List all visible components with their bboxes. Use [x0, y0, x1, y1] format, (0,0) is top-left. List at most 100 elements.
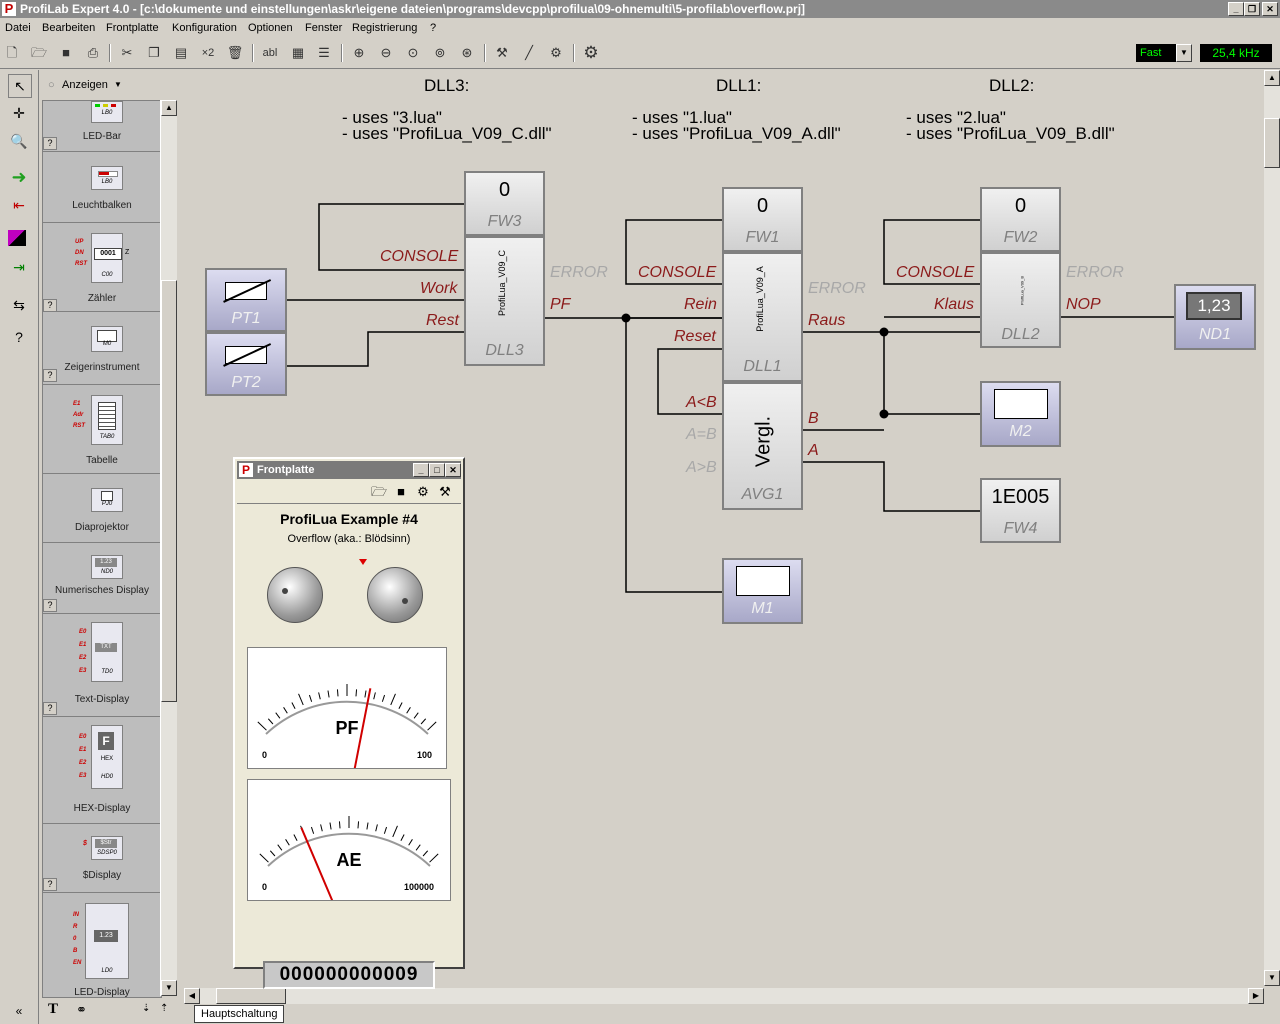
help-icon[interactable]: ? — [43, 137, 57, 150]
swap-icon[interactable]: ⇆ — [13, 297, 25, 313]
minimize-icon[interactable]: _ — [1228, 2, 1244, 16]
canvas-vertical-scrollbar[interactable]: ▲ ▼ — [1264, 70, 1280, 986]
help-icon[interactable]: ? — [43, 599, 57, 612]
zoom-in-icon[interactable]: ⊕ — [353, 45, 365, 60]
minimize-icon[interactable]: _ — [413, 463, 429, 477]
zoom-fit-icon[interactable]: ⊙ — [407, 45, 419, 60]
open-folder-icon[interactable]: 🗁 — [370, 484, 388, 499]
menu-help[interactable]: ? — [430, 22, 437, 34]
restore-icon[interactable]: ❐ — [1244, 2, 1260, 16]
close-icon[interactable]: ✕ — [445, 463, 461, 477]
maximize-icon[interactable]: □ — [429, 463, 445, 477]
print-icon[interactable]: ⎙ — [87, 45, 99, 60]
palette-item-numerisches-display[interactable]: 1.23 ND0 Numerisches Display ? — [43, 543, 161, 614]
new-file-icon[interactable]: 🗋 — [6, 45, 18, 60]
menu-frontplatte[interactable]: Frontplatte — [106, 22, 159, 34]
help-pointer-icon[interactable]: ? — [15, 329, 23, 345]
palette-item-zeigerinstrument[interactable]: M0 Zeigerinstrument ? — [43, 312, 161, 385]
palette-item-text-display[interactable]: E0 E1 E2 E3 TXT TD0 Text-Display ? — [43, 614, 161, 717]
nd1-display[interactable]: 1,23 ND1 — [1174, 284, 1256, 350]
palette-header[interactable]: ○ Anzeigen ▼ — [42, 74, 162, 96]
collapse-icon[interactable]: « — [15, 1004, 23, 1018]
vertical-scroll-thumb[interactable] — [1264, 118, 1280, 168]
scroll-left-icon[interactable]: ◀ — [184, 988, 200, 1004]
signal-icon[interactable]: ⇥ — [13, 259, 25, 275]
compile-icon[interactable]: ⚙ — [417, 484, 429, 499]
menu-registrierung[interactable]: Registrierung — [352, 22, 418, 34]
palette-scroll-thumb[interactable] — [161, 280, 177, 702]
wire-icon[interactable]: ╱ — [525, 45, 533, 60]
arrow-back-icon[interactable]: ⇤ — [13, 197, 25, 213]
zoom-page-icon[interactable]: ⊛ — [461, 45, 473, 60]
palette-item-leuchtbalken[interactable]: LB0 Leuchtbalken — [43, 152, 161, 223]
knob-right[interactable] — [367, 567, 423, 623]
text-tool-icon[interactable]: T — [48, 1001, 59, 1017]
save-icon[interactable]: ■ — [397, 484, 405, 499]
menu-bearbeiten[interactable]: Bearbeiten — [42, 22, 96, 34]
palette-item-diaprojektor[interactable]: PJ0 Diaprojektor — [43, 474, 161, 543]
palette-item-tabelle[interactable]: E1 Adr RST TAB0 Tabelle — [43, 385, 161, 474]
scroll-up-icon[interactable]: ▲ — [161, 100, 177, 116]
fw1-block[interactable]: 0 FW1 — [722, 187, 803, 252]
hi-lo-icon[interactable] — [8, 230, 26, 246]
magnifier-icon[interactable]: 🔍 — [10, 133, 28, 149]
run-gear-icon[interactable]: ⚙ — [583, 43, 599, 62]
arrow-right-icon[interactable]: ➜ — [11, 167, 27, 187]
speed-select[interactable]: Fast ▼ — [1136, 44, 1192, 62]
menu-fenster[interactable]: Fenster — [305, 22, 343, 34]
pt1-sensor[interactable]: PT1 — [205, 268, 287, 332]
dll1-block[interactable]: ProfiLua_V09_A DLL1 — [722, 252, 803, 382]
tools-icon[interactable]: ⚒ — [496, 45, 508, 60]
tab-hauptschaltung[interactable]: Hauptschaltung — [194, 1005, 285, 1023]
list-icon[interactable]: ☰ — [318, 45, 330, 60]
help-icon[interactable]: ? — [43, 878, 57, 891]
palette-item-hex-display[interactable]: E0 E1 E2 E3 F HEX HD0 HEX-Display — [43, 717, 161, 824]
label-tool-icon[interactable]: abl — [262, 47, 278, 59]
close-icon[interactable]: ✕ — [1262, 2, 1278, 16]
open-folder-icon[interactable]: 🗁 — [30, 45, 48, 60]
compile-icon[interactable]: ⚙ — [550, 45, 562, 60]
chevron-down-icon[interactable]: ▼ — [1176, 44, 1192, 62]
scroll-right-icon[interactable]: ▶ — [1248, 988, 1264, 1004]
palette-item-zaehler[interactable]: UP DN RST 0001 C00 Z Zähler ? — [43, 223, 161, 312]
move-down-icon[interactable]: ⇣ — [142, 1003, 151, 1014]
pointer-icon[interactable]: ↖ — [8, 74, 32, 98]
fw3-block[interactable]: 0 FW3 — [464, 171, 545, 236]
pt2-sensor[interactable]: PT2 — [205, 332, 287, 396]
grid-icon[interactable]: ▦ — [291, 45, 305, 60]
m2-meter[interactable]: M2 — [980, 381, 1061, 447]
menu-optionen[interactable]: Optionen — [248, 22, 293, 34]
dll2-block[interactable]: ProfiLua_V09_B DLL2 — [980, 252, 1061, 348]
horizontal-scroll-thumb[interactable] — [216, 988, 286, 1004]
palette-scrollbar[interactable]: ▲ ▼ — [160, 100, 177, 996]
knob-left[interactable] — [267, 567, 323, 623]
move-up-icon[interactable]: ⇡ — [160, 1003, 169, 1014]
tools-icon[interactable]: ⚒ — [439, 484, 451, 499]
scroll-up-icon[interactable]: ▲ — [1264, 70, 1280, 86]
copy-icon[interactable]: ❐ — [148, 45, 160, 60]
dll3-block[interactable]: ProfiLua_V09_C DLL3 — [464, 236, 545, 366]
help-icon[interactable]: ? — [43, 299, 57, 312]
palette-item-led-bar[interactable]: LB0 LED-Bar ? — [43, 101, 161, 152]
paste-icon[interactable]: ▤ — [174, 45, 188, 60]
fw2-block[interactable]: 0 FW2 — [980, 187, 1061, 252]
m1-meter[interactable]: M1 — [722, 558, 803, 624]
canvas-horizontal-scrollbar[interactable]: ◀ ▶ — [184, 988, 1264, 1004]
menu-konfiguration[interactable]: Konfiguration — [172, 22, 237, 34]
help-icon[interactable]: ? — [43, 369, 57, 382]
avg1-block[interactable]: Vergl. AVG1 — [722, 382, 803, 510]
save-icon[interactable]: ■ — [62, 45, 70, 60]
zoom-out-icon[interactable]: ⊖ — [380, 45, 392, 60]
menu-datei[interactable]: Datei — [5, 22, 31, 34]
palette-item-string-display[interactable]: $ $Str SDSP0 $Display ? — [43, 824, 161, 893]
cut-icon[interactable]: ✂ — [121, 45, 133, 60]
crosshair-icon[interactable]: ✛ — [13, 105, 25, 121]
delete-icon[interactable]: 🗑 — [226, 45, 244, 60]
scroll-down-icon[interactable]: ▼ — [1264, 970, 1280, 986]
binoculars-icon[interactable]: ⚭ — [76, 1002, 87, 1017]
front-panel-title-bar[interactable]: P Frontplatte _ □ ✕ — [237, 461, 461, 479]
fw4-block[interactable]: 1E005 FW4 — [980, 478, 1061, 543]
duplicate-icon[interactable]: ×2 — [201, 47, 215, 59]
zoom-all-icon[interactable]: ⊚ — [434, 45, 446, 60]
palette-item-led-display[interactable]: IN R 0 B EN 1.23 LD0 LED-Display — [43, 893, 161, 997]
